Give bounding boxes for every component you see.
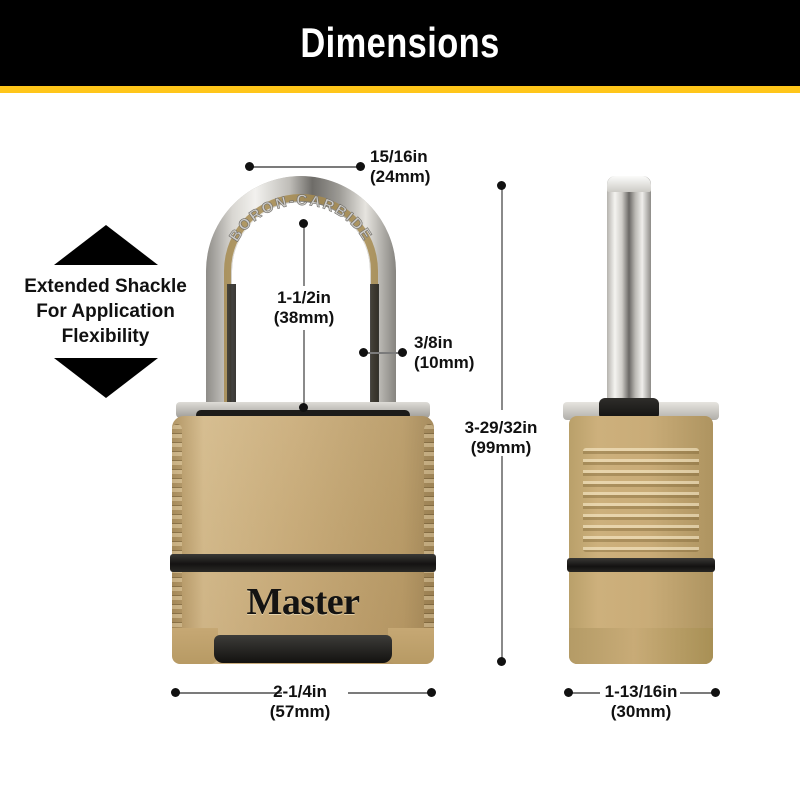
dim-line-body-width-right <box>348 692 428 694</box>
up-triangle-icon <box>53 225 158 265</box>
page-title: Dimensions <box>300 19 500 66</box>
lock-top-gasket <box>196 410 410 420</box>
dim-line-overall-height-upper <box>501 188 503 410</box>
dim-line-shackle-clearance-lower <box>303 330 305 406</box>
dim-value-imperial: 1-13/16in <box>604 682 678 701</box>
dim-dot-body-width-right <box>427 688 436 697</box>
dim-label-body-depth: 1-13/16in (30mm) <box>575 682 707 722</box>
extended-shackle-callout-text: Extended Shackle For Application Flexibi… <box>8 274 203 349</box>
lock-body-serration-right <box>424 424 434 654</box>
dim-label-body-width: 2-1/4in (57mm) <box>234 682 366 722</box>
lock-body-lamination-ridges <box>583 448 699 552</box>
lock-bottom-side <box>569 628 713 664</box>
dim-value-metric: (24mm) <box>370 167 431 186</box>
dim-label-overall-height: 3-29/32in (99mm) <box>435 418 567 458</box>
lock-body-front <box>172 416 434 664</box>
dim-value-imperial: 15/16in <box>370 147 428 166</box>
dim-dot-body-width-left <box>171 688 180 697</box>
keyway-cover <box>214 635 392 663</box>
dim-value-metric: (57mm) <box>269 702 331 721</box>
shackle-side <box>607 176 651 412</box>
dim-line-body-depth-right <box>680 692 712 694</box>
dim-line-shackle-width <box>250 166 360 168</box>
dim-dot-body-depth-right <box>711 688 720 697</box>
shackle-gap-left <box>227 284 236 418</box>
dim-dot-shackle-clearance-bottom <box>299 403 308 412</box>
callout-line-1: Extended Shackle <box>24 276 187 297</box>
dim-value-imperial: 3/8in <box>414 333 453 352</box>
dim-line-body-width-left <box>177 692 282 694</box>
dim-value-metric: (30mm) <box>610 702 672 721</box>
dim-value-imperial: 3-29/32in <box>464 418 538 437</box>
header-accent-stripe <box>0 86 800 93</box>
lock-rubber-band-front <box>170 554 436 572</box>
dim-label-shackle-diameter: 3/8in (10mm) <box>414 333 474 373</box>
padlock-side-view <box>563 176 719 668</box>
dim-value-metric: (38mm) <box>273 308 335 327</box>
down-triangle-icon <box>53 358 158 398</box>
callout-line-2: For Application <box>36 301 175 322</box>
shackle-side-tip <box>607 176 651 192</box>
lock-foot-right <box>388 628 434 664</box>
brand-logo: Master <box>246 581 360 623</box>
dim-line-overall-height-lower <box>501 456 503 660</box>
dim-line-body-depth-left <box>570 692 600 694</box>
dim-value-metric: (99mm) <box>470 438 532 457</box>
dim-value-metric: (10mm) <box>414 353 475 372</box>
extended-shackle-callout: Extended Shackle For Application Flexibi… <box>8 225 203 398</box>
dim-label-shackle-clearance: 1-1/2in (38mm) <box>238 288 370 328</box>
dim-dot-overall-height-bottom <box>497 657 506 666</box>
dim-dot-shackle-width-right <box>356 162 365 171</box>
dim-dot-body-depth-left <box>564 688 573 697</box>
shackle-gap-right <box>370 284 379 418</box>
dim-dot-shackle-diameter-right <box>398 348 407 357</box>
dim-dot-overall-height-top <box>497 181 506 190</box>
dim-dot-shackle-clearance-top <box>299 219 308 228</box>
lock-rubber-band-side <box>567 558 715 572</box>
dim-dot-shackle-width-left <box>245 162 254 171</box>
header-bar <box>0 0 800 86</box>
callout-line-3: Flexibility <box>61 326 150 347</box>
dim-value-imperial: 1-1/2in <box>277 288 331 307</box>
lock-foot-left <box>172 628 218 664</box>
dim-line-shackle-diameter <box>364 352 402 354</box>
dim-line-shackle-clearance-upper <box>303 226 305 286</box>
shackle-side-base-gasket <box>599 398 659 420</box>
lock-body-serration-left <box>172 424 182 654</box>
padlock-front-view: BORON-CARBIDE Master <box>170 176 436 668</box>
dim-dot-shackle-diameter-left <box>359 348 368 357</box>
dim-label-shackle-width: 15/16in (24mm) <box>370 147 430 187</box>
dim-value-imperial: 2-1/4in <box>273 682 327 701</box>
